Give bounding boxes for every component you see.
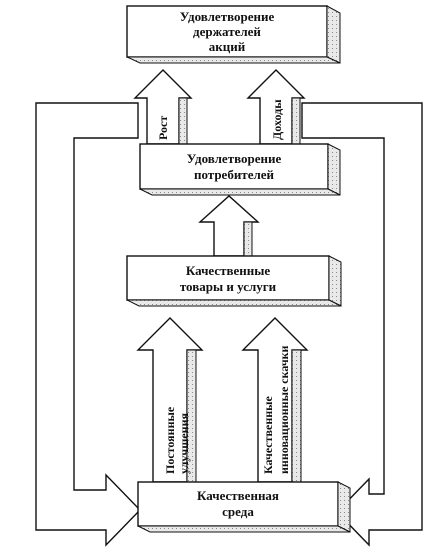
left-feedback-loop xyxy=(35,102,141,547)
shareholders-line1: Удовлетворение xyxy=(180,9,275,24)
consumers-line2: потребителей xyxy=(194,167,275,182)
innovations-arrow xyxy=(241,317,309,483)
consumers-box xyxy=(139,143,341,196)
consumers-arrow xyxy=(198,195,260,257)
growth-arrow xyxy=(133,69,193,145)
improvements-label-line1: Постоянные xyxy=(163,406,177,474)
environment-box xyxy=(137,481,351,533)
environment-line1: Качественная xyxy=(197,488,279,503)
goods-box xyxy=(126,255,342,307)
shareholders-line2: держателей xyxy=(193,24,261,39)
innovations-label-line2: инновационные скачки xyxy=(277,345,291,474)
goods-line2: товары и услуги xyxy=(180,279,277,294)
goods-line1: Качественные xyxy=(186,263,271,278)
income-label: Доходы xyxy=(270,99,284,140)
right-feedback-loop xyxy=(301,102,423,547)
income-arrow xyxy=(246,69,306,145)
consumers-line1: Удовлетворение xyxy=(187,151,282,166)
environment-line2: среда xyxy=(222,504,254,519)
growth-label: Рост xyxy=(156,116,170,140)
innovations-label-line1: Качественные xyxy=(261,395,275,474)
improvements-label-line2: улучшения xyxy=(177,413,191,474)
shareholders-box xyxy=(126,5,341,64)
shareholders-line3: акций xyxy=(209,39,246,54)
improvements-arrow xyxy=(136,317,204,483)
